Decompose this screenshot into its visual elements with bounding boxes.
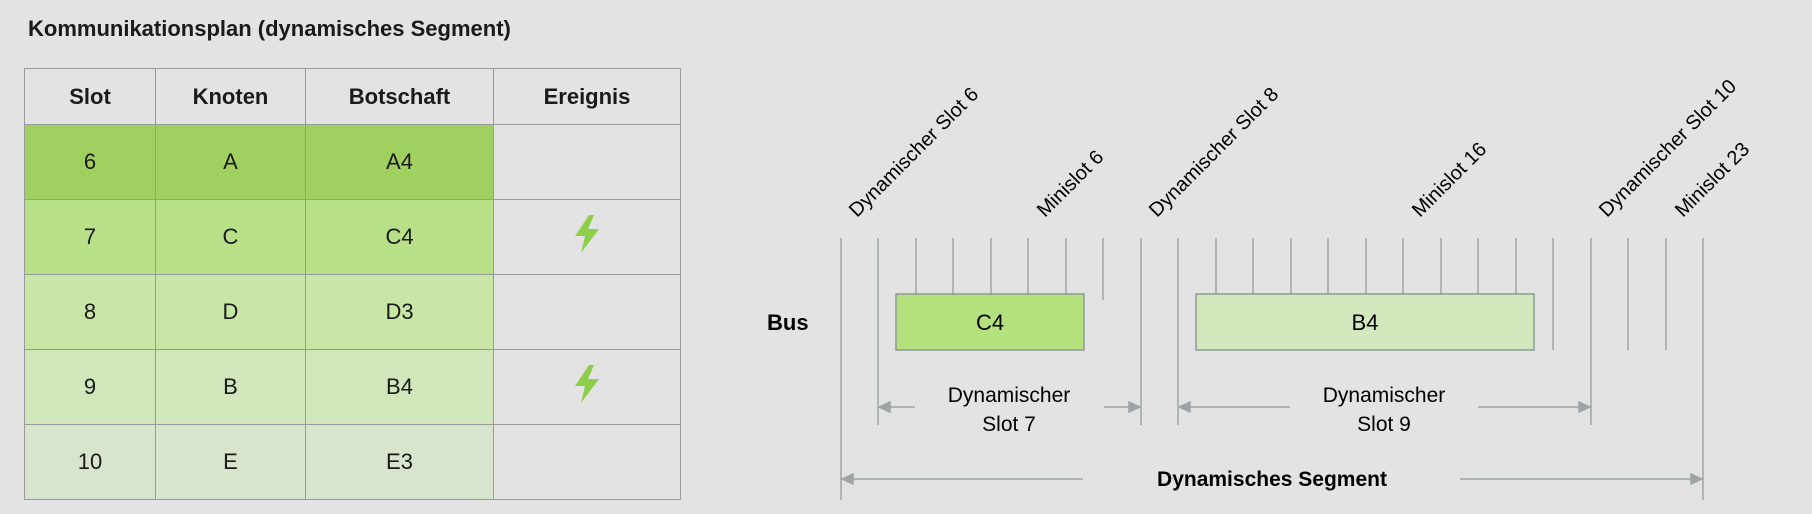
cell-event [493, 124, 681, 200]
frame-c4-box [895, 293, 1085, 351]
cell-slot: 10 [24, 424, 156, 500]
label-dynamic-slot-6: Dynamischer Slot 6 [845, 83, 983, 221]
frame-b4-box [1195, 293, 1535, 351]
slot7-label-line1: Dynamischer [948, 384, 1071, 407]
lightning-bolt-icon [572, 365, 602, 409]
page-title: Kommunikationsplan (dynamisches Segment) [28, 16, 511, 41]
cell-event [493, 274, 681, 350]
header-node: Knoten [155, 68, 306, 125]
cell-event [493, 199, 681, 275]
frame-c4-label: C4 [976, 310, 1004, 335]
segment-label: Dynamisches Segment [1157, 468, 1387, 491]
cell-message: C4 [305, 199, 494, 275]
table-header-row: Slot Knoten Botschaft Ereignis [24, 68, 681, 125]
cell-message: B4 [305, 349, 494, 425]
cell-message: A4 [305, 124, 494, 200]
cell-node: C [155, 199, 306, 275]
bus-label: Bus [767, 310, 809, 335]
cell-message: E3 [305, 424, 494, 500]
cell-slot: 6 [24, 124, 156, 200]
slot9-label-line1: Dynamischer [1323, 384, 1446, 407]
label-minislot-6: Minislot 6 [1033, 146, 1108, 221]
label-dynamic-slot-8: Dynamischer Slot 8 [1145, 83, 1283, 221]
slot7-label-line2: Slot 7 [982, 413, 1036, 436]
label-minislot-16: Minislot 16 [1408, 138, 1491, 221]
cell-node: B [155, 349, 306, 425]
minislot-ticks [915, 238, 1667, 350]
cell-event [493, 349, 681, 425]
cell-node: A [155, 124, 306, 200]
slot9-label-line2: Slot 9 [1357, 413, 1411, 436]
cell-event [493, 424, 681, 500]
label-dynamic-slot-10: Dynamischer Slot 10 [1595, 75, 1741, 221]
segment-dimension-arrow [840, 472, 1704, 486]
cell-slot: 9 [24, 349, 156, 425]
cell-node: E [155, 424, 306, 500]
label-minislot-23: Minislot 23 [1671, 138, 1754, 221]
header-slot: Slot [24, 68, 156, 125]
frame-b4-label: B4 [1352, 310, 1379, 335]
slot9-dimension-arrow [1177, 400, 1592, 414]
header-message: Botschaft [305, 68, 494, 125]
cell-node: D [155, 274, 306, 350]
slot-boundary-lines [840, 238, 1704, 500]
lightning-bolt-icon [572, 215, 602, 259]
slot7-dimension-arrow [877, 400, 1142, 414]
